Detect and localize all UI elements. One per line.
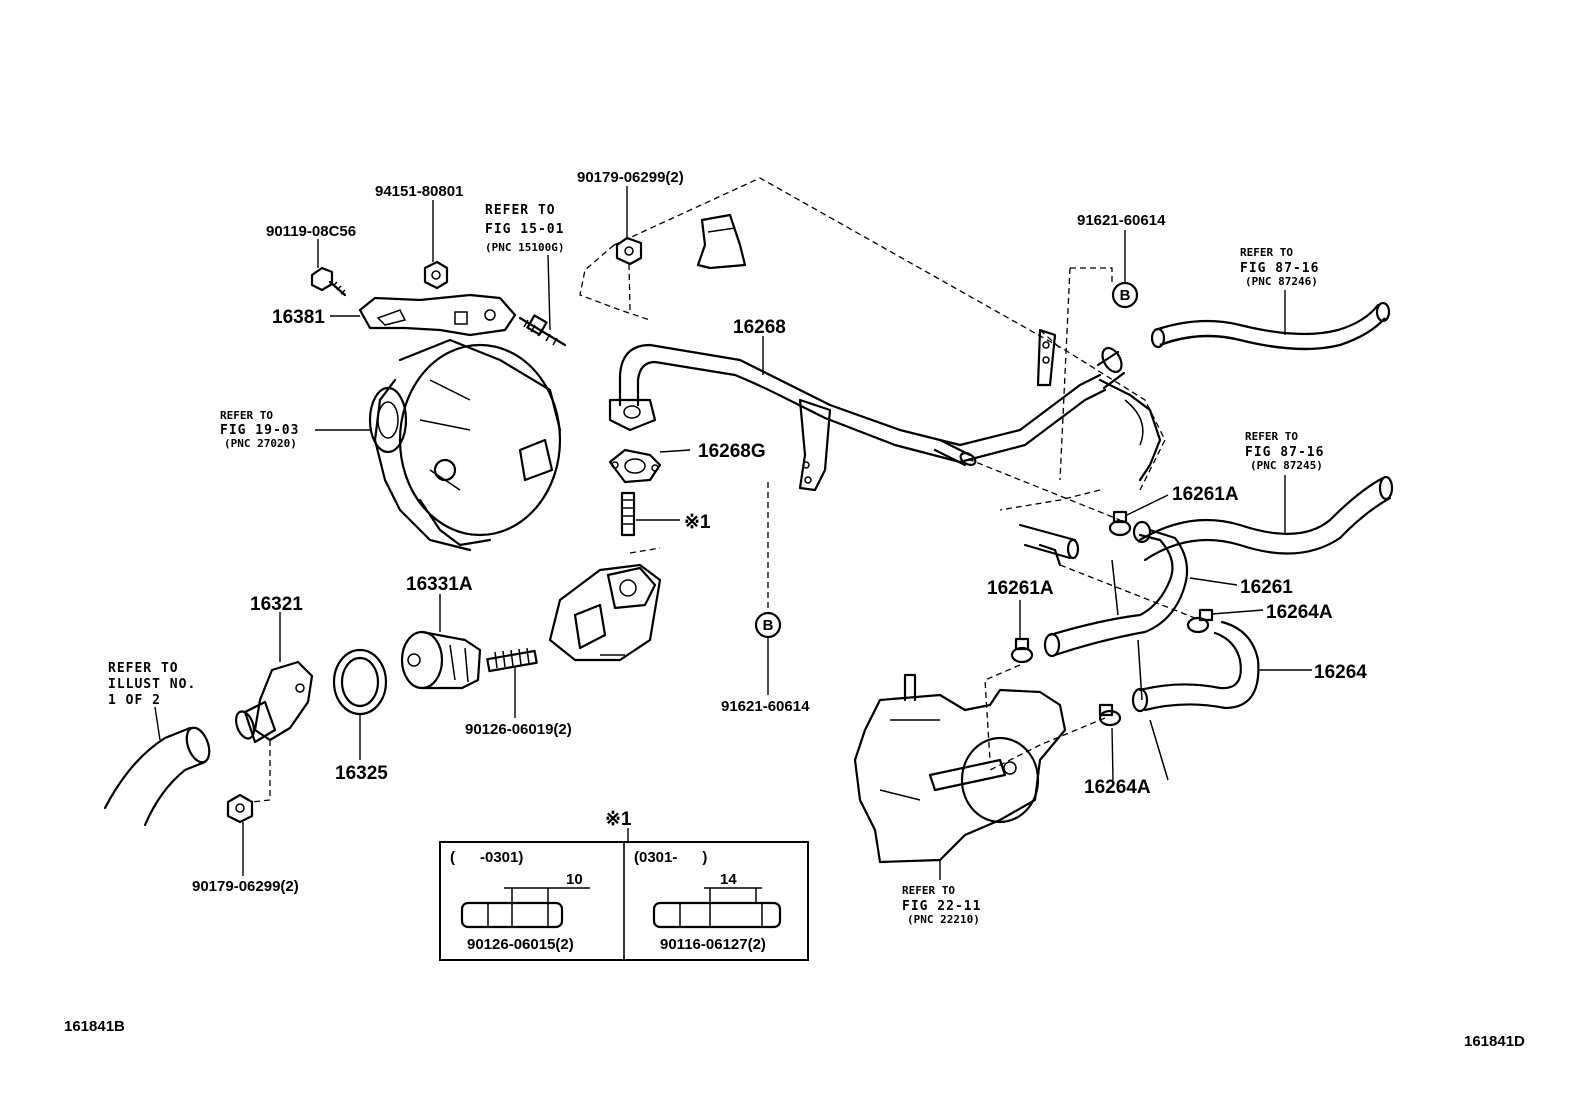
- nut-90179-lower-icon: [226, 793, 254, 824]
- svg-text:1 OF 2: 1 OF 2: [108, 693, 161, 708]
- label-94151-80801: 94151-80801: [375, 183, 463, 200]
- refer-fig-87-16-lower: REFER TO FIG 87-16 (PNC 87245): [1245, 430, 1324, 472]
- water-bypass-pipe: [608, 328, 1126, 492]
- svg-text:REFER TO: REFER TO: [1245, 430, 1298, 443]
- svg-text:(PNC 87246): (PNC 87246): [1245, 275, 1318, 288]
- clamp-16261a-lower-icon: [1010, 637, 1034, 664]
- figure-code-right: 161841D: [1464, 1033, 1525, 1050]
- svg-text:FIG 15-01: FIG 15-01: [485, 222, 564, 237]
- clamp-16264a-upper-icon: [1186, 608, 1214, 634]
- stud-15100g-icon: [518, 314, 567, 347]
- label-16264: 16264: [1314, 662, 1367, 683]
- label-90179-06299-upper: 90179-06299(2): [577, 169, 684, 186]
- svg-text:(PNC 15100G): (PNC 15100G): [485, 241, 564, 254]
- label-16264a-upper: 16264A: [1266, 602, 1333, 623]
- refer-fig-22-11: REFER TO FIG 22-11 (PNC 22210): [902, 884, 981, 926]
- nut-94151-icon: [423, 260, 449, 290]
- label-16264a-lower: 16264A: [1084, 777, 1151, 798]
- svg-text:FIG 87-16: FIG 87-16: [1245, 445, 1324, 460]
- stud-90116-06127-icon: [652, 887, 782, 929]
- refer-fig-15-01: REFER TO FIG 15-01 (PNC 15100G): [485, 203, 564, 254]
- svg-text:ILLUST NO.: ILLUST NO.: [108, 677, 196, 692]
- refer-fig-19-03: REFER TO FIG 19-03 (PNC 27020): [220, 409, 299, 450]
- thermostat: [400, 630, 482, 690]
- alternator: [368, 338, 562, 552]
- callout-b-lower-text: B: [763, 617, 774, 634]
- gasket-ring: [332, 648, 388, 716]
- svg-text:REFER TO: REFER TO: [108, 661, 179, 676]
- inset-left-part: 90126-06015(2): [467, 936, 574, 953]
- inset-right-part: 90116-06127(2): [660, 936, 766, 953]
- svg-text:REFER TO: REFER TO: [1240, 246, 1293, 259]
- label-ref1: ※1: [684, 512, 711, 533]
- svg-text:REFER TO: REFER TO: [220, 409, 273, 422]
- svg-text:FIG 19-03: FIG 19-03: [220, 423, 299, 438]
- inset-left-dim: 10: [566, 871, 583, 888]
- label-90126-06019: 90126-06019(2): [465, 721, 572, 738]
- water-inlet: [234, 660, 314, 744]
- inset-box: ( -0301) (0301- ) 10 90126-06015(2) 14 9: [439, 841, 809, 961]
- water-hose-16261: [1043, 520, 1189, 658]
- nut-90179-upper-icon: [615, 236, 643, 266]
- heater-hose-87245: [1138, 475, 1394, 562]
- throttle-body: [853, 673, 1067, 864]
- label-90119-08c56: 90119-08C56: [266, 223, 356, 240]
- gasket-16268g: [608, 448, 662, 484]
- label-16321: 16321: [250, 594, 303, 615]
- inset-right-range: (0301- ): [634, 849, 707, 866]
- label-91621-60614-upper: 91621-60614: [1077, 212, 1166, 229]
- inset-left-range: ( -0301): [450, 849, 523, 866]
- oil-filler-neck: [696, 213, 747, 270]
- refer-illust-1-of-2: REFER TO ILLUST NO. 1 OF 2: [108, 661, 196, 708]
- label-16268g: 16268G: [698, 441, 766, 462]
- svg-text:FIG 87-16: FIG 87-16: [1240, 261, 1319, 276]
- label-16331a: 16331A: [406, 574, 473, 595]
- clamp-16261a-upper-icon: [1108, 510, 1132, 537]
- bolt-90119-icon: [310, 266, 347, 297]
- heater-hose-87246: [1150, 301, 1391, 351]
- label-16268: 16268: [733, 317, 786, 338]
- figure-code-left: 161841B: [64, 1018, 125, 1035]
- svg-text:REFER TO: REFER TO: [902, 884, 955, 897]
- label-16261a-upper: 16261A: [1172, 484, 1239, 505]
- stud-90126-06019-icon: [486, 647, 538, 673]
- stud-ref1-icon: [620, 491, 636, 537]
- label-16325: 16325: [335, 763, 388, 784]
- label-91621-60614-lower: 91621-60614: [721, 698, 810, 715]
- inset-right-dim: 14: [720, 871, 737, 888]
- inset-title: ※1: [605, 809, 632, 830]
- label-16381: 16381: [272, 307, 325, 328]
- stud-90126-06015-icon: [460, 887, 590, 929]
- refer-fig-87-16-upper: REFER TO FIG 87-16 (PNC 87246): [1240, 246, 1319, 288]
- label-16261a-lower: 16261A: [987, 578, 1054, 599]
- svg-text:FIG 22-11: FIG 22-11: [902, 899, 981, 914]
- svg-text:REFER TO: REFER TO: [485, 203, 556, 218]
- svg-text:(PNC 87245): (PNC 87245): [1250, 459, 1323, 472]
- svg-text:(PNC 27020): (PNC 27020): [224, 437, 297, 450]
- engine-outline: [613, 177, 1166, 491]
- water-outlet-housing: [548, 563, 662, 662]
- callout-b-upper-text: B: [1120, 287, 1131, 304]
- water-hose-16264: [1131, 620, 1260, 713]
- alternator-bracket: [358, 293, 517, 337]
- radiator-hose: [103, 726, 211, 827]
- label-90179-06299-lower: 90179-06299(2): [192, 878, 299, 895]
- label-16261: 16261: [1240, 577, 1293, 598]
- svg-text:(PNC 22210): (PNC 22210): [907, 913, 980, 926]
- clamp-16264a-lower-icon: [1098, 703, 1122, 727]
